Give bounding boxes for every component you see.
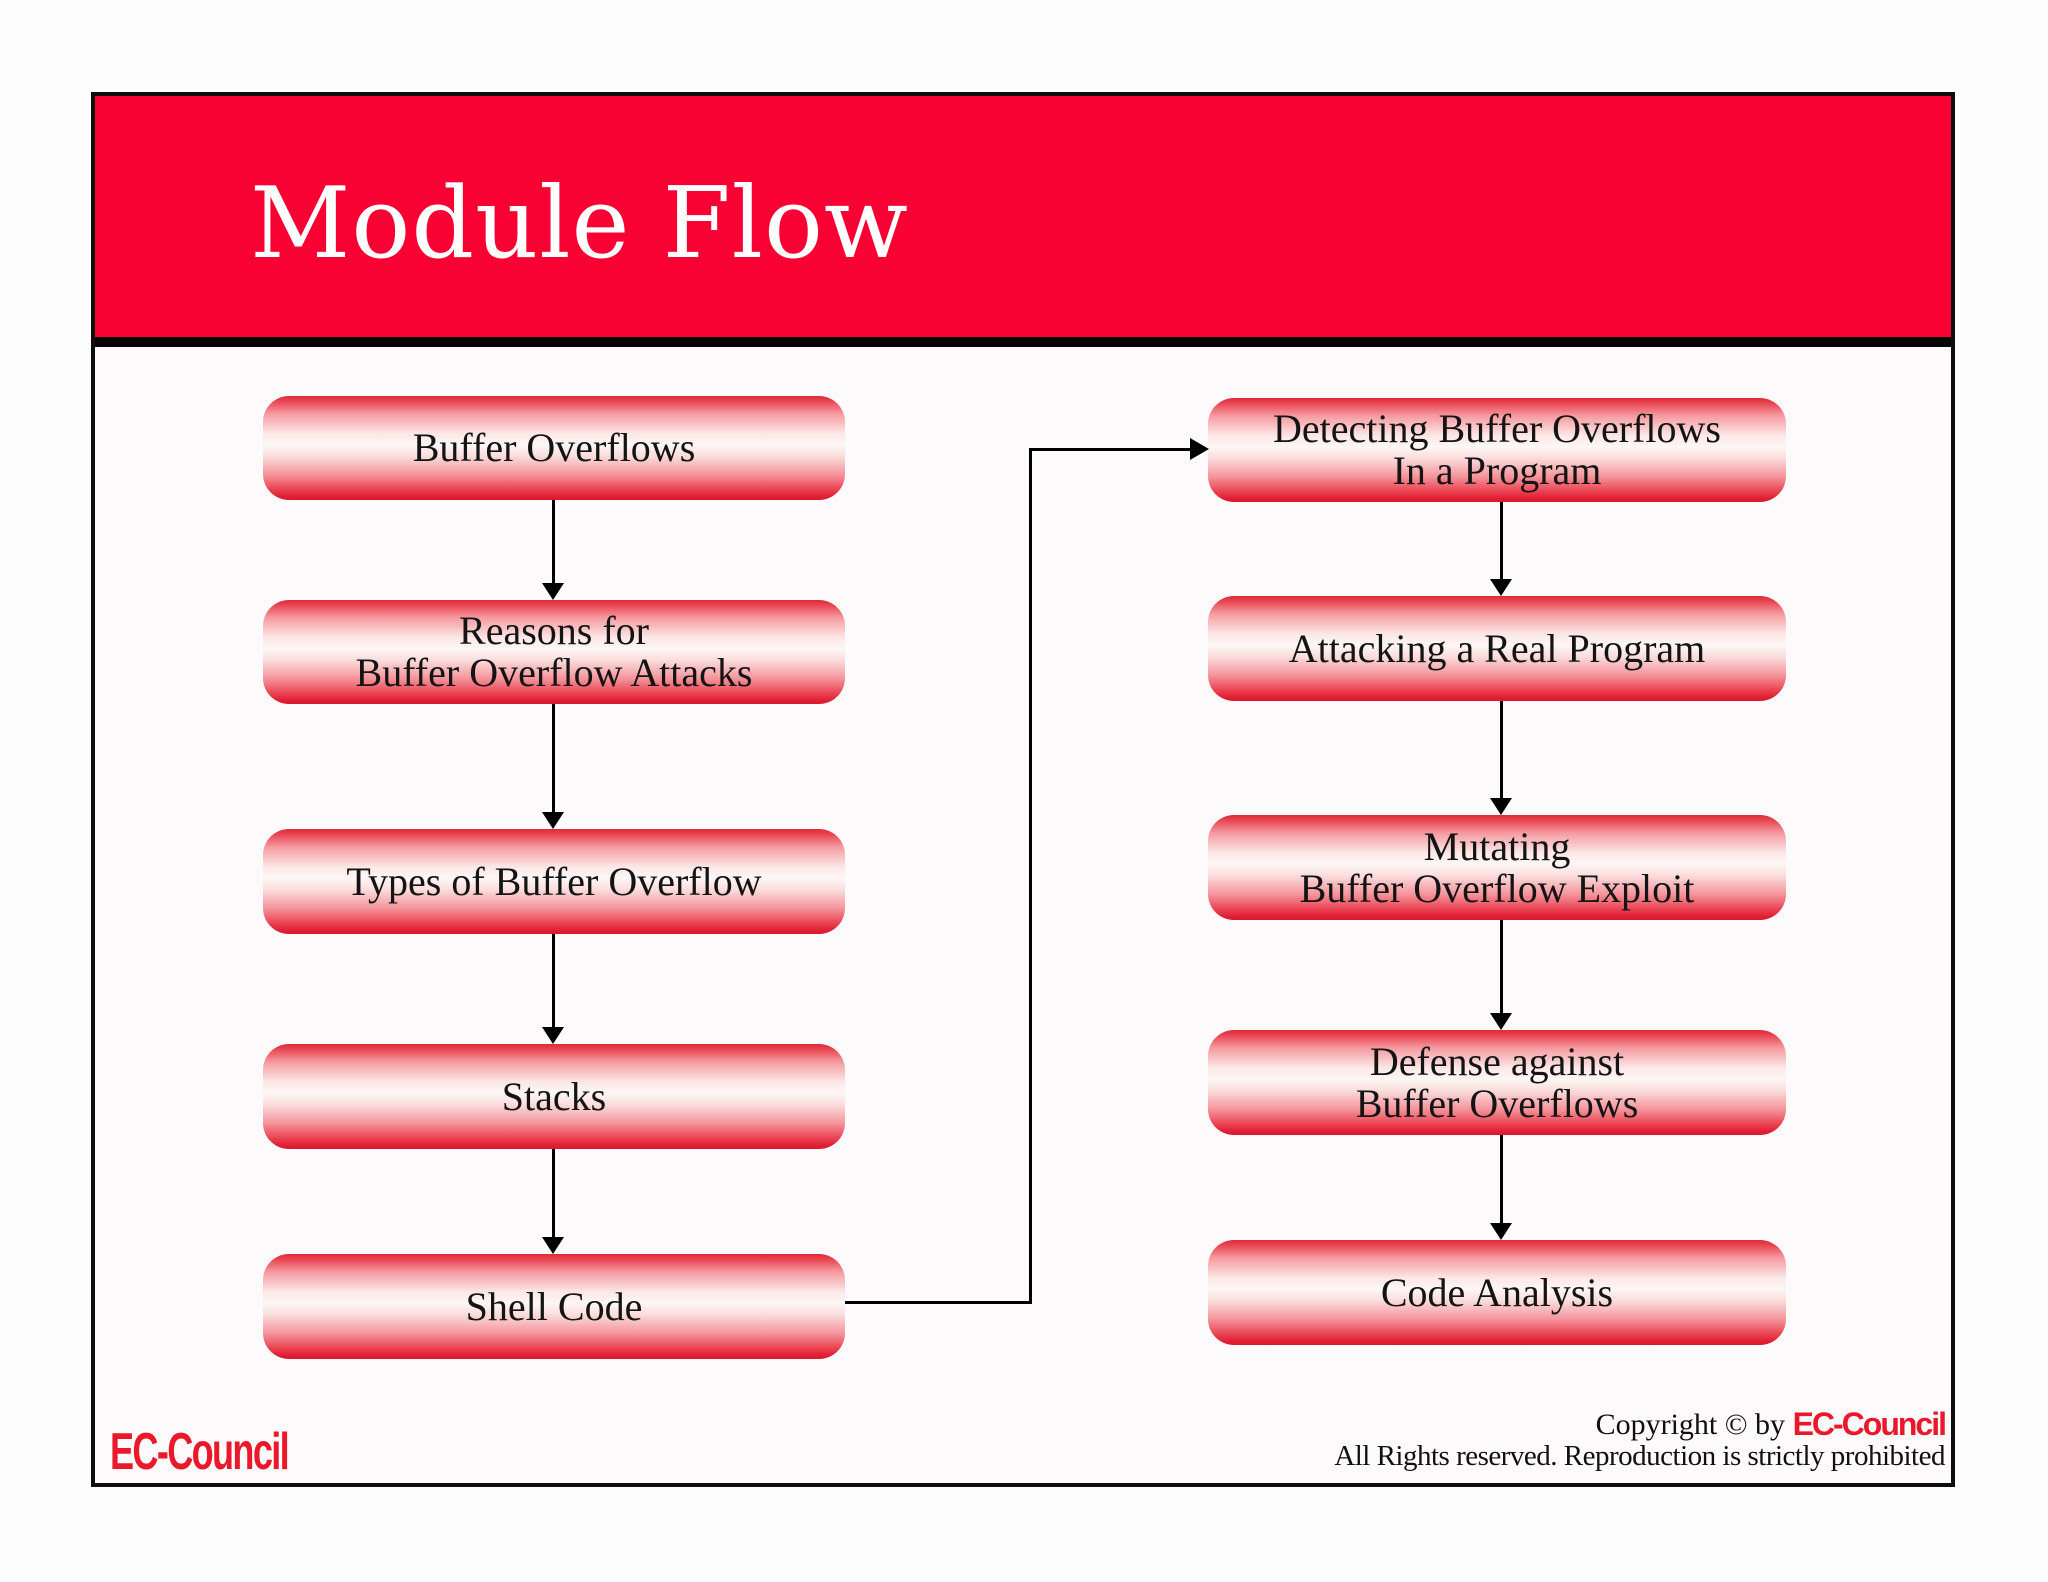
connector-segment-horizontal [845,1301,1032,1304]
page-title: Module Flow [250,166,909,281]
down-arrow-icon [1489,920,1513,1030]
flow-box-label: Buffer Overflows [412,425,696,470]
down-arrow-icon [1489,701,1513,815]
flow-box-attacking-real-program: Attacking a Real Program [1208,596,1786,701]
down-arrow-icon [541,704,565,829]
connector-segment-vertical [1029,448,1032,1304]
flow-box-label: Detecting Buffer Overflows In a Program [1272,406,1721,493]
flow-box-label: Defense against Buffer Overflows [1355,1038,1639,1126]
flow-box-label: Types of Buffer Overflow [346,858,762,904]
flow-box-buffer-overflows: Buffer Overflows [263,396,845,500]
rights-line: All Rights reserved. Reproduction is str… [1334,1440,1945,1472]
flow-box-stacks: Stacks [263,1044,845,1149]
flow-box-label: Stacks [501,1073,607,1119]
flow-box-label: Reasons for Buffer Overflow Attacks [355,608,753,695]
flow-box-label: Shell Code [465,1283,643,1329]
copyright-prefix: Copyright © by [1595,1408,1786,1441]
down-arrow-icon [541,500,565,600]
flow-box-label: Code Analysis [1380,1269,1614,1315]
flow-box-reasons-for-attacks: Reasons for Buffer Overflow Attacks [263,600,845,704]
flow-box-label: Mutating Buffer Overflow Exploit [1299,823,1695,911]
flow-box-defense-against-overflows: Defense against Buffer Overflows [1208,1030,1786,1135]
down-arrow-icon [1489,502,1513,596]
flow-box-label: Attacking a Real Program [1288,625,1706,671]
down-arrow-icon [541,934,565,1044]
right-arrow-icon [1190,438,1209,460]
flow-box-types-of-overflow: Types of Buffer Overflow [263,829,845,934]
copyright-block: Copyright © by EC-Council All Rights res… [1334,1406,1947,1473]
connector-segment-horizontal [1029,448,1191,451]
down-arrow-icon [541,1149,565,1254]
ec-council-logo: EC-Council [110,1423,290,1481]
header-bar: Module Flow [95,96,1951,347]
flow-box-detecting-overflows: Detecting Buffer Overflows In a Program [1208,398,1786,502]
flow-box-code-analysis: Code Analysis [1208,1240,1786,1345]
flow-box-shell-code: Shell Code [263,1254,845,1359]
copyright-line: Copyright © by EC-Council [1334,1406,1947,1442]
flow-box-mutating-exploit: Mutating Buffer Overflow Exploit [1208,815,1786,920]
down-arrow-icon [1489,1135,1513,1240]
copyright-brand: EC-Council [1792,1406,1947,1442]
